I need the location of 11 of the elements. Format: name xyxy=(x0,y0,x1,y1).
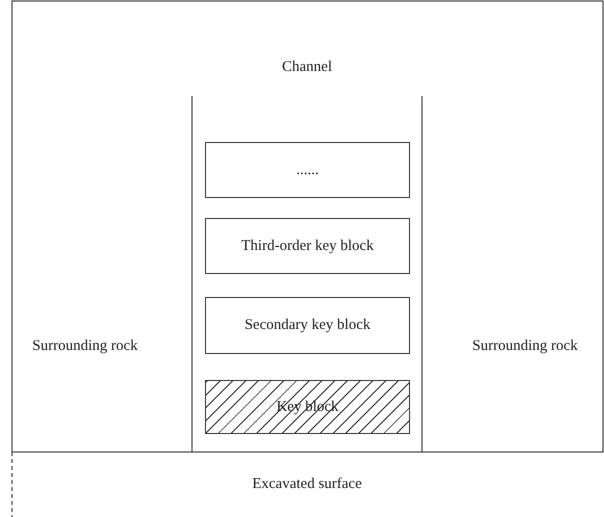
block-box xyxy=(205,297,410,354)
block-label: ...... xyxy=(296,162,319,178)
block-box xyxy=(205,142,410,198)
block-label: Secondary key block xyxy=(244,317,370,334)
block-box xyxy=(205,218,410,274)
hatched-block-box xyxy=(205,380,410,434)
block-label: Third-order key block xyxy=(241,238,374,254)
channel-heading: Channel xyxy=(281,59,333,76)
rock-label: Surrounding rock xyxy=(31,338,139,355)
surface-label: Excavated surface xyxy=(251,476,363,493)
rock-label: Surrounding rock xyxy=(471,338,579,355)
